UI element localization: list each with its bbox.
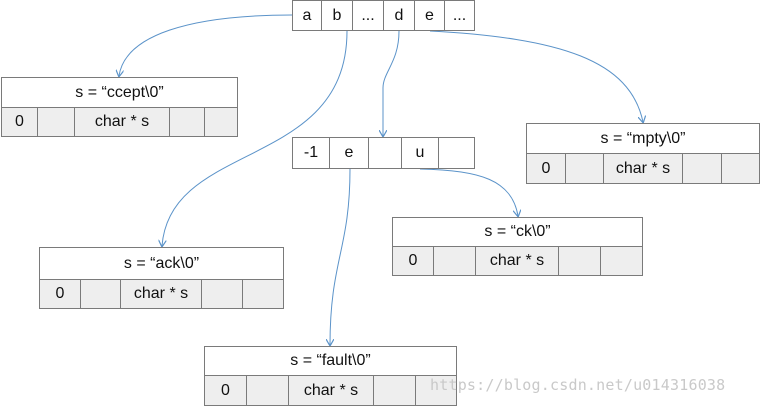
root-cell-e: e: [414, 0, 445, 31]
edge-e-to-fault: [330, 168, 351, 345]
struct-cell-char-ptr: char * s: [475, 246, 559, 276]
struct-cell-empty: [565, 153, 604, 184]
root-cell-b: b: [321, 0, 353, 31]
struct-cell-empty: [373, 375, 416, 406]
mid-cell-empty-1: [368, 137, 402, 169]
root-cell-d: d: [383, 0, 415, 31]
struct-cell-empty: [558, 246, 601, 276]
struct-cell-zero: 0: [39, 279, 81, 309]
struct-cell-empty: [433, 246, 476, 276]
struct-cell-empty: [246, 375, 289, 406]
struct-cell-empty: [682, 153, 722, 184]
struct-node-ack: s = “ack\0” 0 char * s: [39, 247, 284, 309]
struct-cell-empty: [721, 153, 760, 184]
edge-a-to-ccept: [119, 14, 293, 76]
struct-cell-empty: [37, 107, 75, 137]
root-cell-a: a: [292, 0, 322, 31]
struct-cell-empty: [201, 279, 243, 309]
struct-cell-zero: 0: [204, 375, 247, 406]
mid-cell-empty-2: [438, 137, 475, 169]
struct-title: s = “ack\0”: [39, 247, 284, 280]
struct-title: s = “mpty\0”: [526, 123, 760, 154]
struct-node-mpty: s = “mpty\0” 0 char * s: [526, 123, 760, 184]
struct-node-ck: s = “ck\0” 0 char * s: [392, 217, 643, 276]
mid-node: -1 e u: [292, 137, 475, 169]
struct-cell-char-ptr: char * s: [120, 279, 202, 309]
edge-e-to-mpty: [429, 30, 643, 122]
struct-cell-zero: 0: [392, 246, 434, 276]
root-node: a b ... d e ...: [292, 0, 475, 31]
struct-cell-char-ptr: char * s: [74, 107, 170, 137]
struct-cell-char-ptr: char * s: [288, 375, 374, 406]
mid-cell-minus-one: -1: [292, 137, 330, 169]
struct-cell-zero: 0: [1, 107, 38, 137]
struct-node-fault: s = “fault\0” 0 char * s: [204, 346, 457, 406]
struct-node-ccept: s = “ccept\0” 0 char * s: [1, 77, 238, 137]
struct-title: s = “fault\0”: [204, 346, 457, 376]
struct-cell-empty: [600, 246, 643, 276]
edge-u-to-ck: [419, 168, 518, 216]
struct-cell-empty: [169, 107, 205, 137]
root-cell-ellipsis-1: ...: [352, 0, 384, 31]
root-cell-ellipsis-2: ...: [444, 0, 475, 31]
edge-d-to-mid: [383, 30, 400, 136]
struct-cell-empty: [242, 279, 284, 309]
struct-title: s = “ck\0”: [392, 217, 643, 247]
struct-cell-char-ptr: char * s: [603, 153, 683, 184]
struct-cell-empty: [204, 107, 238, 137]
struct-cell-empty: [80, 279, 121, 309]
struct-title: s = “ccept\0”: [1, 77, 238, 108]
mid-cell-e: e: [329, 137, 369, 169]
mid-cell-u: u: [401, 137, 439, 169]
struct-cell-zero: 0: [526, 153, 566, 184]
watermark: https://blog.csdn.net/u014316038: [430, 376, 726, 394]
